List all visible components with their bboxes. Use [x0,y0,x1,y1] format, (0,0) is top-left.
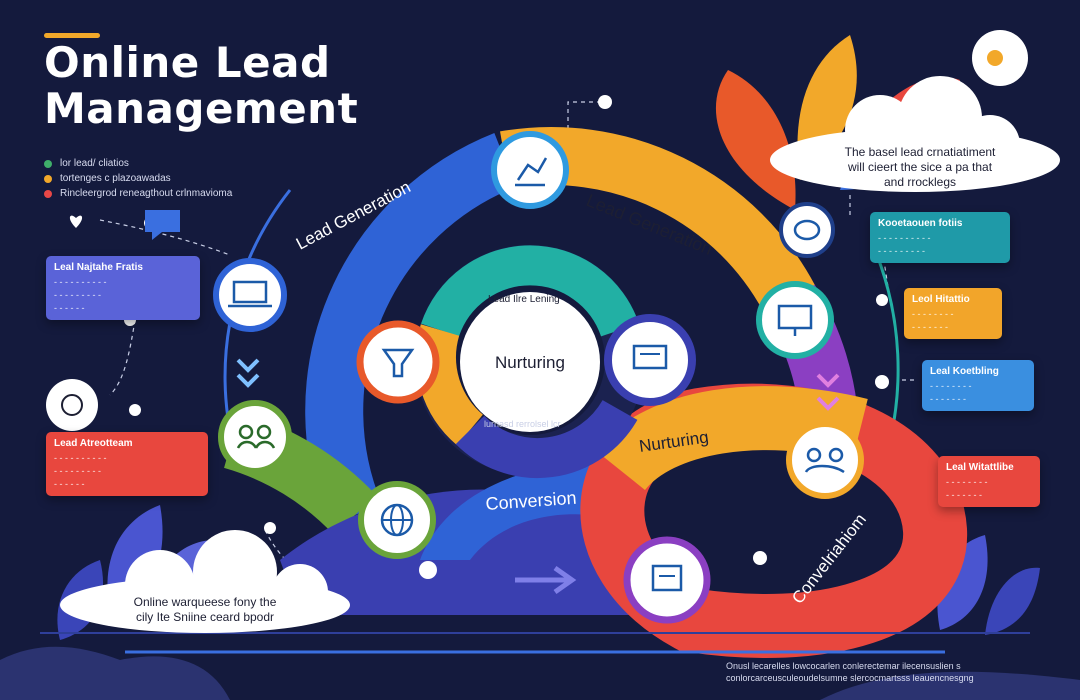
footer-line: Onusl lecarelles lowcocarlen conlerectem… [726,661,961,671]
footer-text: Onusl lecarelles lowcocarlen conlerectem… [726,660,1026,684]
card-line: - - - - - - - - [912,309,954,319]
presentation-icon [604,314,696,406]
center-ring-teal [421,245,639,337]
arrow-right-icon [515,565,577,595]
info-card-right-orange: Leol Hitattio - - - - - - - - - - - - - … [904,288,1002,339]
card-title: Leal Koetbling [930,366,999,377]
brain-icon [779,202,835,258]
center-ring-orange [416,324,484,446]
cloud-note-bottom-left: Online warqueese fony the cily Ite Sniin… [133,595,277,624]
card-line: - - - - - - - [930,394,966,404]
label-center-nurturing: Nurturing [495,353,565,372]
legend-label: Rincleergrod reneagthout crlnmavioma [60,188,233,199]
card-title: Lead Atreotteam [54,438,133,449]
label-inner-bottom: lurnasd rerrolsel lcr [484,419,561,429]
cloud-top-right [770,76,1060,192]
people-icon [218,400,292,474]
card-line: - - - - - - - - - - [54,453,107,463]
growth-chart-icon [491,131,569,209]
info-card-left-blue: Leal Najtahe Fratis - - - - - - - - - - … [46,256,200,320]
title-accent [44,33,100,38]
info-card-left-red: Lead Atreotteam - - - - - - - - - - - - … [46,432,208,496]
card-line: - - - - - - - [946,490,982,500]
legend-item: tortenges c plazoawadas [44,171,232,186]
info-card-right-teal: Kooetaouen fotiis - - - - - - - - - - - … [870,212,1010,263]
cloud-note-top-right: The basel lead crnatiatiment will cieert… [844,145,996,189]
chat-bubble-icon [145,210,180,240]
team-icon [786,421,864,499]
center-ring-indigo [455,399,638,478]
chevron-accent-icons [816,373,840,411]
legend-label: tortenges c plazoawadas [60,173,171,184]
chevron-down-icons [236,358,260,388]
document-stack-icon [623,536,711,624]
card-title: Leal Najtahe Fratis [54,262,143,273]
center-disc [460,292,600,432]
card-title: Leal Witattlibe [946,462,1014,473]
hill-decoration [0,646,230,700]
avatar-bubble [46,379,98,431]
card-line: - - - - - - - - - - [878,233,931,243]
cloud-bottom-left [60,530,350,633]
card-title: Leol Hitattio [912,294,970,305]
legend-item: Rincleergrod reneagthout crlnmavioma [44,186,232,201]
card-title: Kooetaouen fotiis [878,218,963,229]
bulb-icon [987,50,1003,66]
legend-dot [44,174,52,183]
page-title: Online Lead Management [44,40,358,132]
legend: lor lead/ cliatios tortenges c plazoawad… [44,156,232,201]
card-line: - - - - - - - - - [54,466,101,476]
info-card-right-red: Leal Witattlibe - - - - - - - - - - - - … [938,456,1040,507]
card-line: - - - - - - - - - [54,290,101,300]
card-line: - - - - - - - - [930,381,972,391]
title-line-1: Online Lead [44,38,331,87]
heart-icon [69,215,83,228]
card-line: - - - - - - - [912,322,948,332]
card-line: - - - - - - - - - - [54,277,107,287]
footer-line: conlorcarceusculeoudelsumne slercocmarts… [726,673,974,683]
card-line: - - - - - - [54,479,85,489]
monitor-icon [756,281,834,359]
funnel-icon [356,320,440,404]
loop-segment-red [580,383,968,658]
card-line: - - - - - - - - - [878,246,925,256]
legend-dot [44,189,52,198]
hill-decoration-right [820,671,1080,700]
info-card-right-blue: Leal Koetbling - - - - - - - - - - - - -… [922,360,1034,411]
card-line: - - - - - - - - [946,477,988,487]
user-icon [61,394,83,416]
ring-segment-blue [305,133,516,527]
legend-label: lor lead/ cliatios [60,158,129,169]
laptop-icon [213,258,287,332]
legend-dot [44,159,52,168]
title-line-2: Management [44,84,359,133]
legend-item: lor lead/ cliatios [44,156,232,171]
card-line: - - - - - - [54,303,85,313]
label-inner-top: Lead Ilre Lening [488,294,560,305]
globe-icon [358,481,436,559]
